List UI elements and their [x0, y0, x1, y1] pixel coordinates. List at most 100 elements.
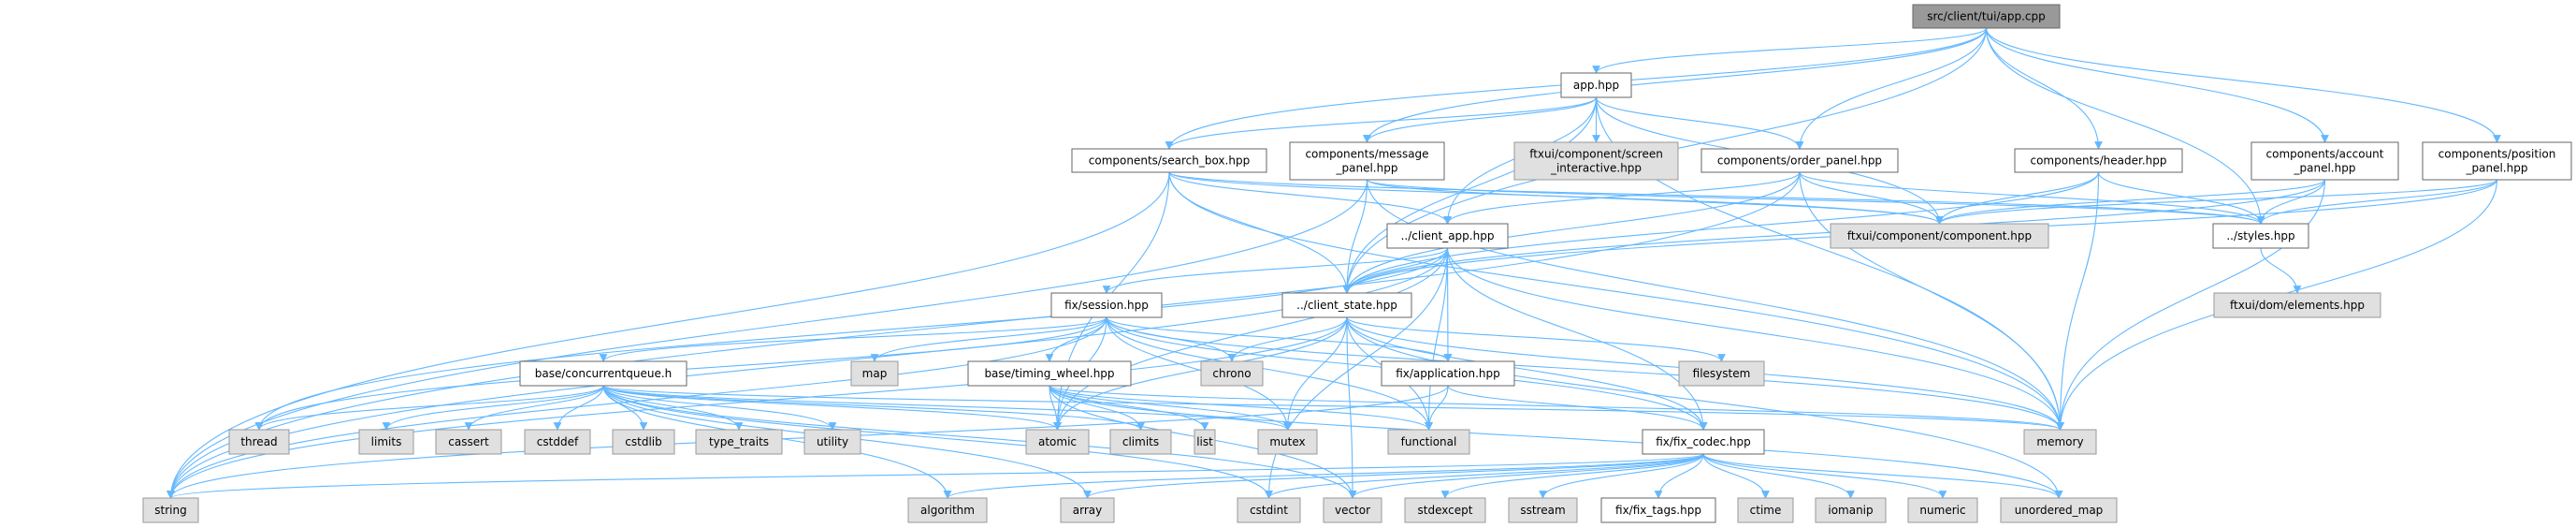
edge-search-box-to-client-app — [1168, 171, 1452, 225]
edge-account-panel-to-component — [1935, 179, 2326, 225]
edge-session-to-concurrentqueue — [599, 316, 1107, 362]
node-array: array — [1060, 497, 1115, 523]
edge-app-cpp-to-position-panel — [1985, 27, 2501, 143]
node-box — [907, 497, 988, 523]
node-label: sstream — [1520, 504, 1565, 517]
edge-position-panel-to-component — [1935, 179, 2498, 225]
node-box — [2213, 292, 2381, 318]
edge-fix-codec-to-array — [1083, 453, 1704, 499]
edge-account-panel-to-styles — [2256, 179, 2326, 225]
edge-timing-wheel-to-functional — [1049, 385, 1433, 431]
node-label: type_traits — [709, 435, 769, 448]
edge-timing-wheel-to-unordered-map — [1049, 385, 2063, 499]
node-cstdint: cstdint — [1237, 497, 1301, 523]
node-label: components/search_box.hpp — [1089, 154, 1250, 168]
node-box — [2250, 141, 2399, 181]
node-box — [1700, 148, 1899, 173]
node-label: base/concurrentqueue.h — [535, 367, 673, 380]
node-search-box[interactable]: components/search_box.hpp — [1071, 148, 1267, 173]
node-app-hpp[interactable]: app.hpp — [1560, 72, 1632, 98]
node-concurrentqueue[interactable]: base/concurrentqueue.h — [519, 360, 687, 387]
node-box — [1257, 429, 1318, 455]
node-app-cpp[interactable]: src/client/tui/app.cpp — [1912, 4, 2061, 29]
edge-concurrentqueue-to-cstdint — [602, 385, 1273, 499]
edge-fix-codec-to-ctime — [1702, 453, 1770, 499]
node-stdexcept: stdexcept — [1404, 497, 1486, 523]
node-box — [1508, 497, 1578, 523]
edge-order-panel-to-styles — [1799, 171, 2265, 225]
nodes-layer: src/client/tui/app.cpp app.hpp components/… — [142, 4, 2572, 523]
node-label: _panel.hpp — [1336, 162, 1398, 175]
node-label: ftxui/component/component.hpp — [1847, 229, 2032, 242]
edge-fix-codec-to-stdexcept — [1440, 453, 1704, 499]
node-numeric: numeric — [1907, 497, 1978, 523]
edge-concurrentqueue-to-cstddef — [553, 385, 604, 431]
node-box — [1907, 497, 1978, 523]
node-screen-interactive: ftxui/component/screen_interactive.hpp — [1513, 141, 1679, 181]
edge-message-panel-to-memory — [1366, 179, 2064, 431]
node-box — [1323, 497, 1382, 523]
node-label: memory — [2036, 435, 2083, 448]
node-position-panel[interactable]: components/position_panel.hpp — [2422, 141, 2572, 181]
node-cstdlib: cstdlib — [612, 429, 675, 455]
edge-session-to-map — [870, 316, 1107, 362]
node-list: list — [1194, 429, 1216, 455]
node-box — [1200, 360, 1264, 387]
node-box — [1560, 72, 1632, 98]
node-client-app[interactable]: ../client_app.hpp — [1386, 223, 1509, 249]
node-ctime: ctime — [1737, 497, 1794, 523]
node-client-state[interactable]: ../client_state.hpp — [1281, 292, 1412, 318]
edge-position-panel-to-styles — [2256, 179, 2498, 225]
node-header[interactable]: components/header.hpp — [2014, 148, 2183, 173]
edge-application-to-functional — [1425, 385, 1449, 431]
node-order-panel[interactable]: components/order_panel.hpp — [1700, 148, 1899, 173]
node-session[interactable]: fix/session.hpp — [1050, 292, 1163, 318]
edge-app-hpp-to-client-state — [1342, 96, 1598, 294]
edge-app-cpp-to-order-panel — [1795, 27, 1988, 150]
edge-order-panel-to-string — [166, 171, 1801, 499]
edge-client-state-to-fix-codec — [1346, 316, 1708, 431]
node-timing-wheel[interactable]: base/timing_wheel.hpp — [967, 360, 1132, 387]
node-label: chrono — [1212, 367, 1251, 380]
edge-client-app-to-memory — [1446, 247, 2064, 431]
node-label: ../client_app.hpp — [1401, 229, 1495, 242]
node-box — [1387, 429, 1470, 455]
node-box — [1050, 292, 1163, 318]
edge-client-app-to-atomic — [1053, 247, 1449, 431]
node-account-panel[interactable]: components/account_panel.hpp — [2250, 141, 2399, 181]
edge-timing-wheel-to-mutex — [1049, 385, 1292, 431]
node-box — [1109, 429, 1172, 455]
node-box — [1600, 497, 1716, 523]
node-label: ../styles.hpp — [2226, 229, 2294, 242]
node-box — [1386, 223, 1509, 249]
node-box — [142, 497, 199, 523]
edge-concurrentqueue-to-thread — [254, 385, 604, 431]
node-application[interactable]: fix/application.hpp — [1381, 360, 1515, 387]
edge-session-to-chrono — [1106, 316, 1237, 362]
node-atomic: atomic — [1025, 429, 1090, 455]
node-fix-codec[interactable]: fix/fix_codec.hpp — [1642, 429, 1765, 455]
edge-app-hpp-to-message-panel — [1363, 96, 1598, 143]
node-label: vector — [1335, 504, 1370, 517]
edge-header-to-component — [1935, 171, 2100, 225]
edge-client-app-to-session — [1102, 247, 1449, 294]
node-box — [2212, 223, 2309, 249]
node-label: cstddef — [537, 435, 579, 448]
node-box — [1678, 360, 1765, 387]
node-box — [850, 360, 899, 387]
node-box — [695, 429, 783, 455]
node-iomanip: iomanip — [1815, 497, 1887, 523]
edge-fix-codec-to-fix-tags — [1654, 453, 1704, 499]
node-label: mutex — [1269, 435, 1305, 448]
edge-concurrentqueue-to-climits — [602, 385, 1145, 431]
edge-concurrentqueue-to-type-traits — [602, 385, 744, 431]
node-message-panel[interactable]: components/message_panel.hpp — [1289, 141, 1445, 181]
node-box — [2014, 148, 2183, 173]
node-styles[interactable]: ../styles.hpp — [2212, 223, 2309, 249]
node-label: ../client_state.hpp — [1296, 299, 1397, 312]
edge-client-app-to-client-state — [1342, 247, 1449, 294]
node-fix-tags[interactable]: fix/fix_tags.hpp — [1600, 497, 1716, 523]
node-label: numeric — [1919, 504, 1965, 517]
edge-order-panel-to-client-app — [1443, 171, 1801, 225]
